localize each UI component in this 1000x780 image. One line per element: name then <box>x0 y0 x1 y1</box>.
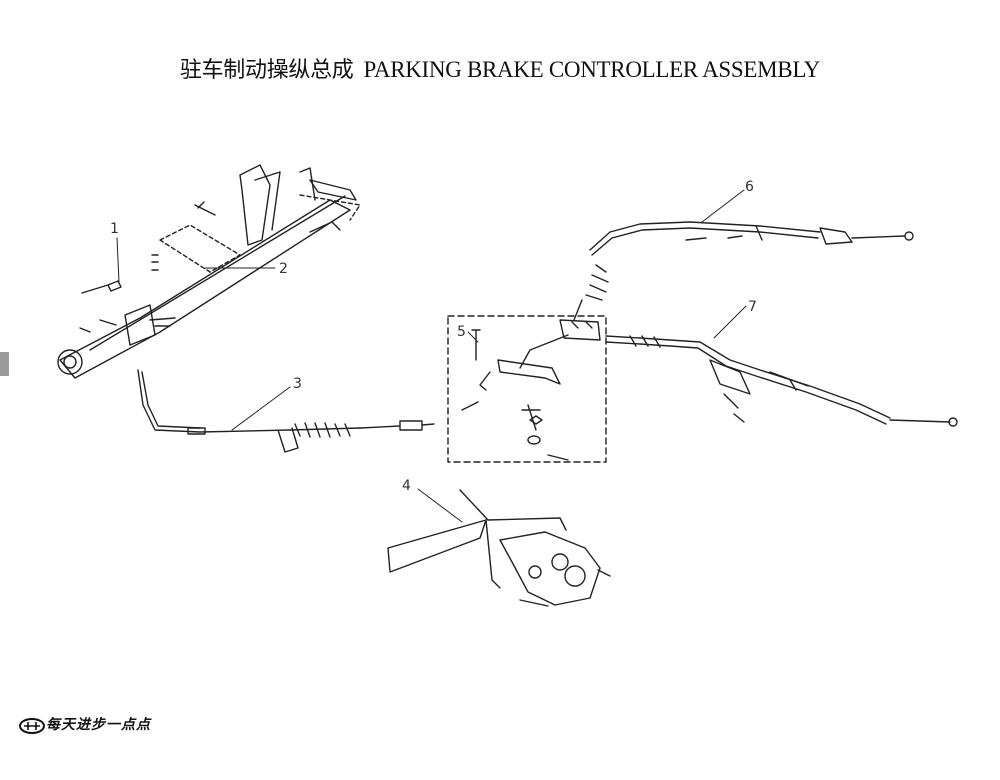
callout-6: 6 <box>745 179 754 195</box>
part-6-rear-upper-cable <box>573 221 914 321</box>
part-3-front-cable <box>137 369 435 453</box>
page-title: 驻车制动操纵总成 PARKING BRAKE CONTROLLER ASSEMBL… <box>0 52 1000 84</box>
callout-numbers: 1 2 3 4 5 6 7 <box>110 179 757 494</box>
callout-4: 4 <box>402 478 411 494</box>
callout-5: 5 <box>457 324 466 340</box>
callout-7: 7 <box>748 299 757 315</box>
callout-1: 1 <box>110 221 119 237</box>
logo-slogan: 每天进步一点点 <box>46 717 151 733</box>
part-7-rear-lower-cable <box>605 335 958 427</box>
title-english: PARKING BRAKE CONTROLLER ASSEMBLY <box>363 57 821 82</box>
callout-2: 2 <box>279 261 288 277</box>
title-chinese: 驻车制动操纵总成 <box>179 58 354 83</box>
part-2-pedal-bracket-assembly <box>57 164 361 379</box>
part-5-equalizer-group <box>447 315 607 463</box>
page-edge-marker <box>0 352 9 376</box>
manufacturer-emblem-icon <box>19 718 45 734</box>
callout-leader-lines <box>116 189 747 523</box>
callout-3: 3 <box>293 376 302 392</box>
part-4-hand-brake-lever <box>387 489 611 607</box>
